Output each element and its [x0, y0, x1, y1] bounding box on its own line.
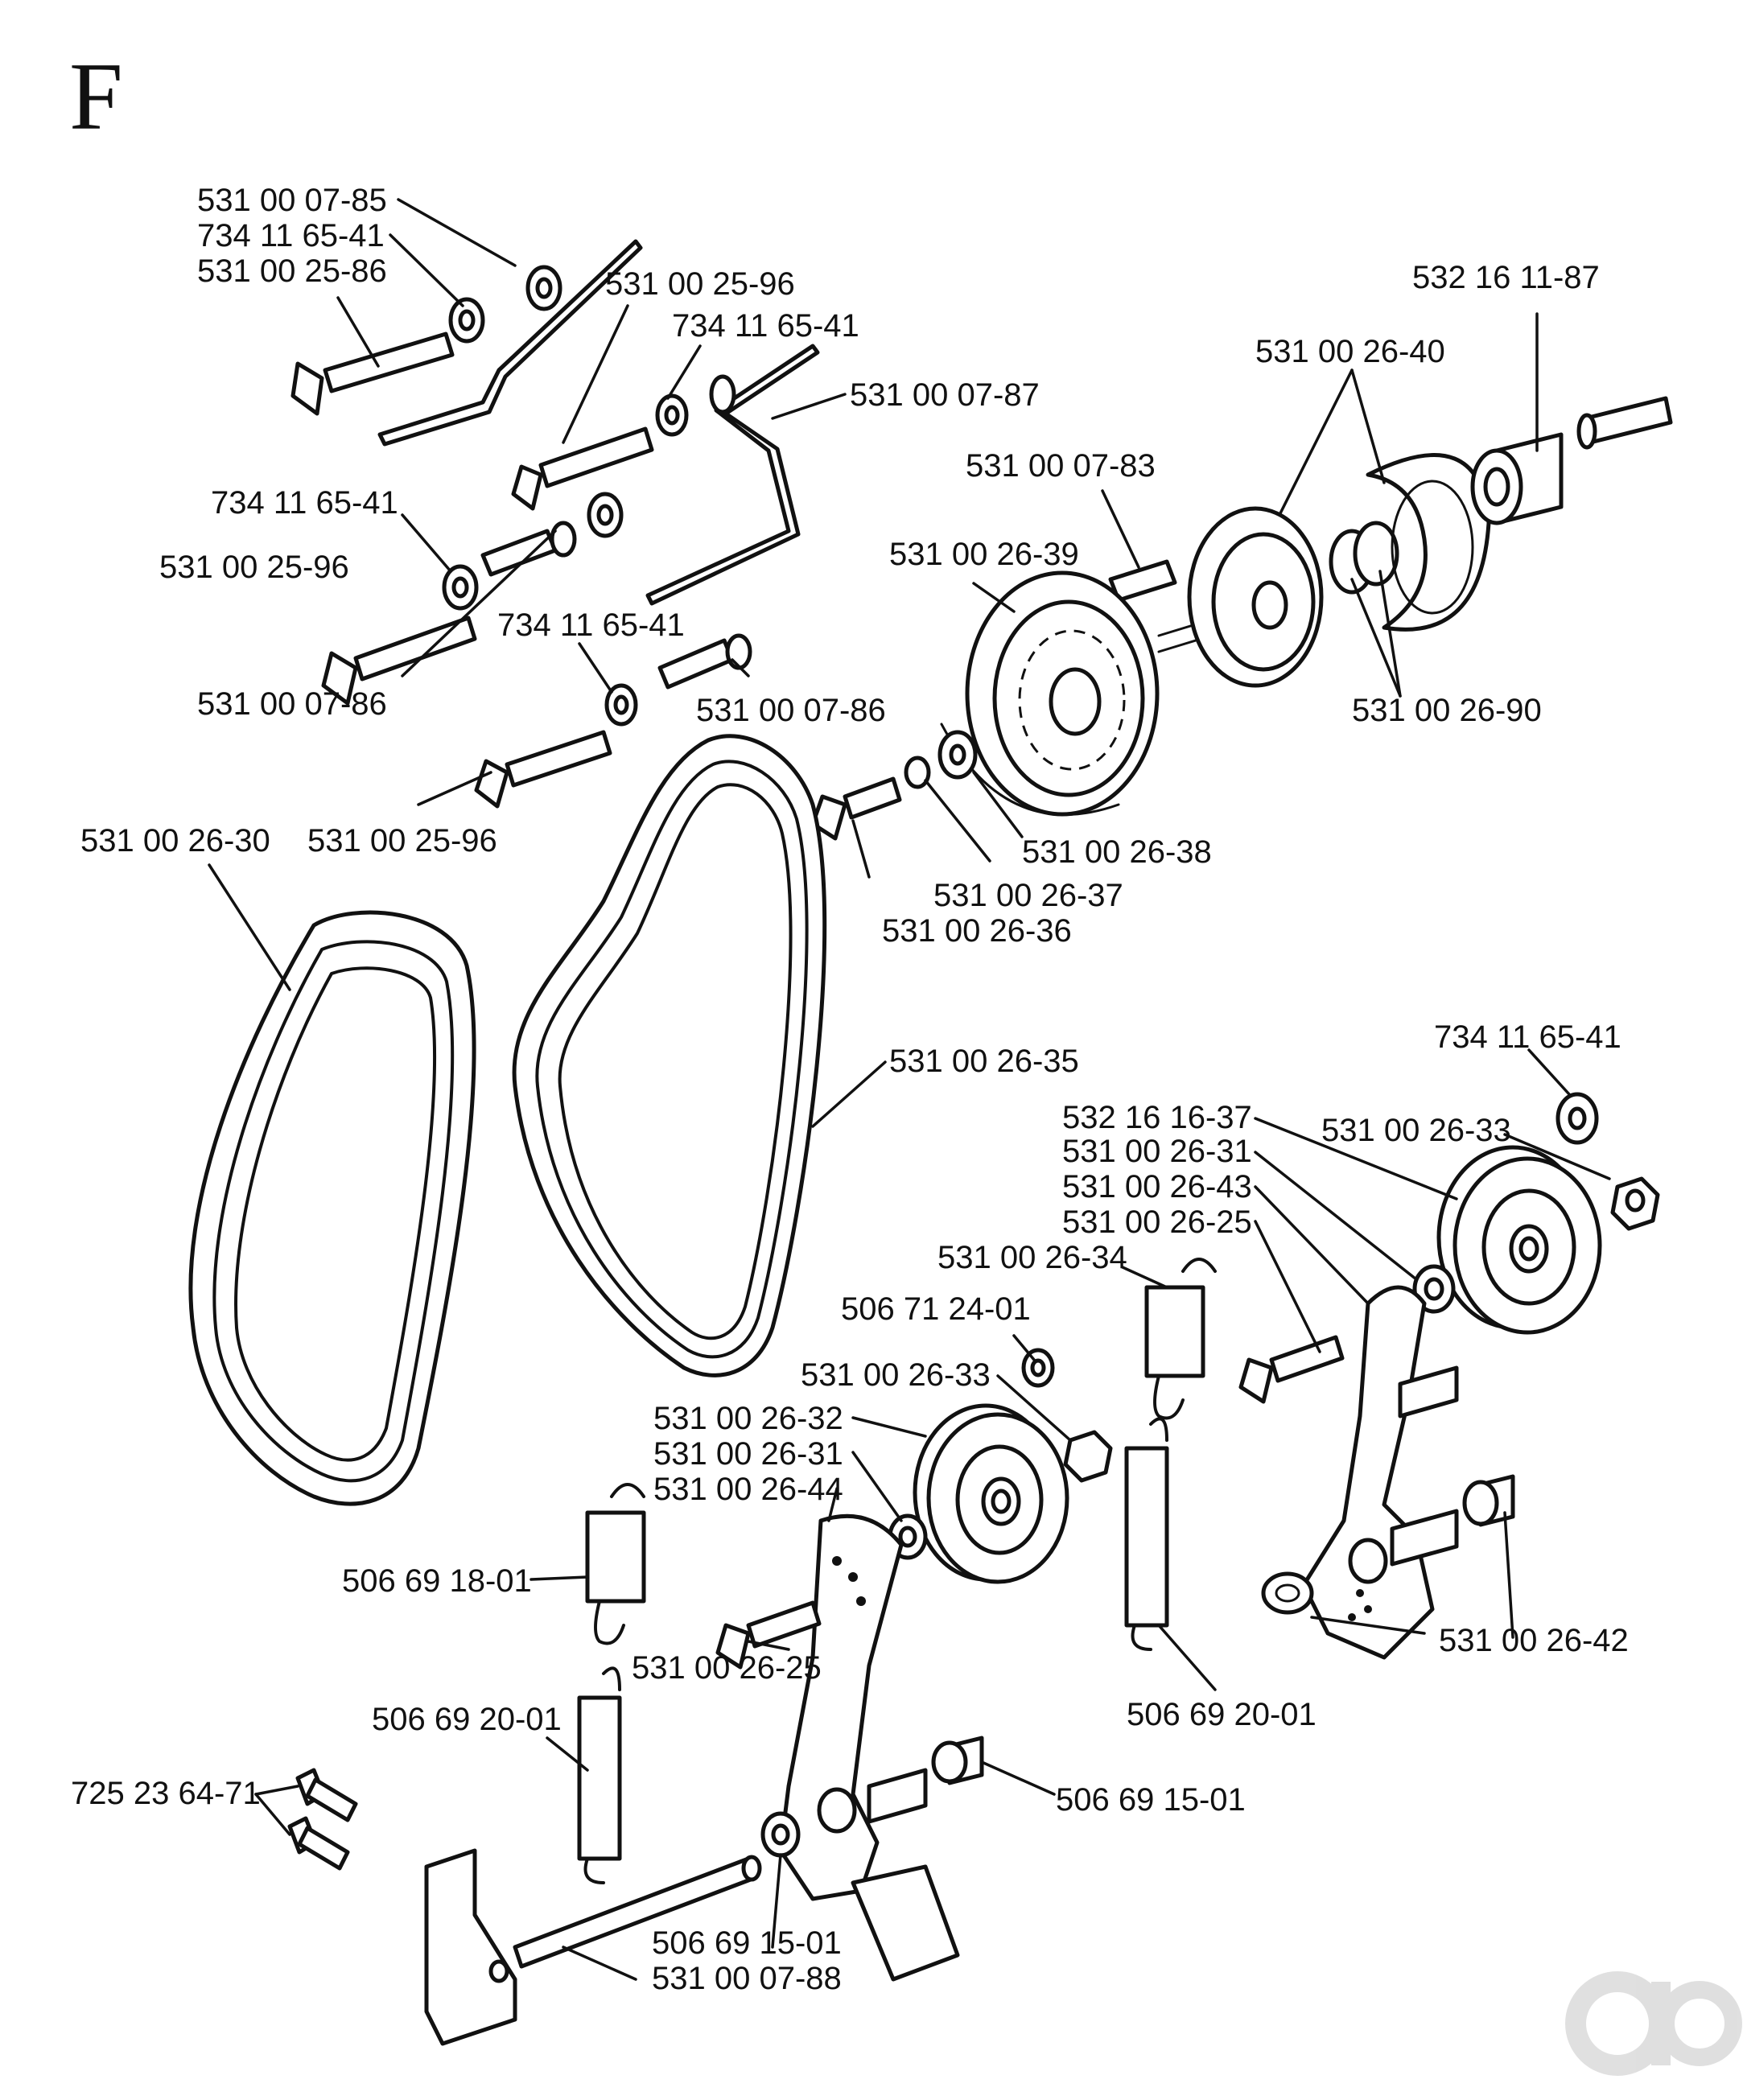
spring-506-69-20-01-left [577, 1666, 622, 1884]
key-531-00-07-83 [1108, 559, 1177, 603]
label-506-69-15-01-a: 506 69 15-01 [1056, 1782, 1246, 1818]
label-531-00-07-88: 531 00 07-88 [652, 1961, 842, 1996]
label-531-00-26-38: 531 00 26-38 [1022, 834, 1212, 870]
label-506-69-15-01-b: 506 69 15-01 [652, 1925, 842, 1961]
label-734-11-65-41-b: 734 11 65-41 [672, 308, 859, 344]
label-531-00-25-96-c: 531 00 25-96 [307, 823, 497, 859]
bolt-upper-mid [511, 426, 654, 511]
bolt-531-00-26-25-right [1238, 1335, 1345, 1404]
pulley-531-00-26-40-front [1187, 506, 1324, 688]
label-531-00-26-31-a: 531 00 26-31 [1062, 1134, 1252, 1169]
bolt-725-23-64-71-a [295, 1768, 358, 1822]
bolt-531-00-26-25-mid [715, 1600, 822, 1670]
label-531-00-26-42: 531 00 26-42 [1439, 1623, 1629, 1658]
lockwasher-531-00-26-37 [904, 756, 931, 789]
label-531-00-26-33-b: 531 00 26-33 [801, 1357, 991, 1393]
label-734-11-65-41-a: 734 11 65-41 [197, 218, 385, 253]
bolt-531-00-25-86 [290, 331, 455, 416]
idler-pulley-531-00-26-32 [913, 1403, 1069, 1584]
bolt-725-23-64-71-b [287, 1816, 350, 1871]
pin-left-mid [480, 521, 577, 577]
label-531-00-26-31-b: 531 00 26-31 [653, 1436, 843, 1472]
label-734-11-65-41-c: 734 11 65-41 [211, 485, 398, 521]
washer-upper-mid [655, 393, 689, 437]
label-531-00-26-39: 531 00 26-39 [889, 537, 1079, 572]
label-531-00-07-87: 531 00 07-87 [850, 377, 1040, 413]
rod-531-00-07-87 [645, 344, 820, 606]
label-531-00-07-85: 531 00 07-85 [197, 183, 387, 218]
washer-506-69-15-01-left [760, 1811, 801, 1858]
washer-left-mid [442, 564, 479, 611]
label-531-00-26-32: 531 00 26-32 [653, 1401, 843, 1436]
washer-left-mid-2 [587, 492, 624, 538]
washer-506-71-24-01 [1021, 1348, 1055, 1388]
washer-531-00-26-38 [937, 730, 978, 780]
spring-506-69-20-01-right [1124, 1417, 1169, 1651]
label-531-00-07-86-a: 531 00 07-86 [197, 686, 387, 722]
washer-lower-mid [604, 683, 638, 727]
bolt-531-00-26-36 [810, 776, 902, 841]
label-531-00-26-25-b: 531 00 26-25 [632, 1650, 822, 1686]
spacer-531-00-26-90 [1329, 521, 1399, 595]
label-531-00-26-35: 531 00 26-35 [889, 1044, 1079, 1079]
hub-532-16-11-87 [1470, 432, 1564, 525]
label-506-71-24-01: 506 71 24-01 [841, 1291, 1031, 1327]
label-734-11-65-41-e: 734 11 65-41 [1434, 1019, 1621, 1055]
bracket-left [424, 1848, 517, 2046]
shaft-531-00-07-88 [513, 1855, 762, 1969]
label-531-00-26-40: 531 00 26-40 [1255, 334, 1445, 369]
shaft-end [1576, 396, 1673, 450]
bolt-left-mid [321, 616, 477, 706]
label-531-00-26-43: 531 00 26-43 [1062, 1169, 1252, 1204]
label-725-23-64-71: 725 23 64-71 [71, 1776, 261, 1811]
label-531-00-07-86-b: 531 00 07-86 [696, 693, 886, 728]
watermark-logo [1565, 1971, 1742, 2076]
label-506-69-20-01-b: 506 69 20-01 [1127, 1697, 1317, 1732]
nut-531-00-26-33-right [1610, 1176, 1660, 1231]
label-506-69-18-01: 506 69 18-01 [342, 1563, 532, 1599]
rod-531-00-07-85 [377, 239, 643, 447]
pin-lower-mid [657, 633, 752, 690]
bolt-lower-mid [474, 730, 612, 809]
bushing-506-69-15-01-right [931, 1736, 984, 1785]
label-532-16-11-87: 532 16 11-87 [1412, 260, 1600, 295]
label-531-00-26-90: 531 00 26-90 [1352, 693, 1542, 728]
label-531-00-26-33-a: 531 00 26-33 [1321, 1113, 1511, 1148]
spring-506-69-18-01 [585, 1483, 646, 1645]
pulley-531-00-26-40-rear [1366, 453, 1491, 632]
washer-top-left-2 [525, 265, 562, 311]
idler-pulley-532-16-16-37 [1436, 1145, 1602, 1335]
label-531-00-26-30: 531 00 26-30 [80, 823, 270, 859]
label-531-00-26-44: 531 00 26-44 [653, 1472, 843, 1507]
label-531-00-25-96-b: 531 00 25-96 [159, 550, 349, 585]
washer-734-11-65-41-right [1556, 1092, 1599, 1145]
leader-lines [208, 198, 1611, 1981]
idler-arm-left [778, 1513, 960, 1982]
section-letter: F [69, 43, 123, 150]
belt-531-00-26-35 [512, 734, 827, 1377]
pulley-531-00-26-39 [940, 570, 1160, 817]
label-531-00-07-83: 531 00 07-83 [966, 448, 1156, 484]
label-531-00-26-25-a: 531 00 26-25 [1062, 1204, 1252, 1240]
label-531-00-25-96-a: 531 00 25-96 [605, 266, 795, 302]
washer-top-left-1 [448, 297, 485, 344]
bushing-531-00-26-42-b [1261, 1571, 1314, 1615]
label-531-00-25-86: 531 00 25-86 [197, 253, 387, 289]
part-labels: 531 00 07-85 734 11 65-41 531 00 25-86 5… [71, 183, 1629, 1996]
label-531-00-26-37: 531 00 26-37 [933, 878, 1123, 913]
label-531-00-26-34: 531 00 26-34 [937, 1240, 1127, 1275]
spring-531-00-26-34 [1144, 1258, 1217, 1420]
belt-531-00-26-30 [188, 910, 476, 1506]
label-734-11-65-41-d: 734 11 65-41 [497, 607, 685, 643]
nut-531-00-26-33-mid [1063, 1430, 1113, 1483]
label-506-69-20-01-a: 506 69 20-01 [372, 1702, 562, 1737]
label-531-00-26-36: 531 00 26-36 [882, 913, 1072, 949]
label-532-16-16-37: 532 16 16-37 [1062, 1100, 1252, 1135]
idler-arm-right [1301, 1285, 1459, 1660]
